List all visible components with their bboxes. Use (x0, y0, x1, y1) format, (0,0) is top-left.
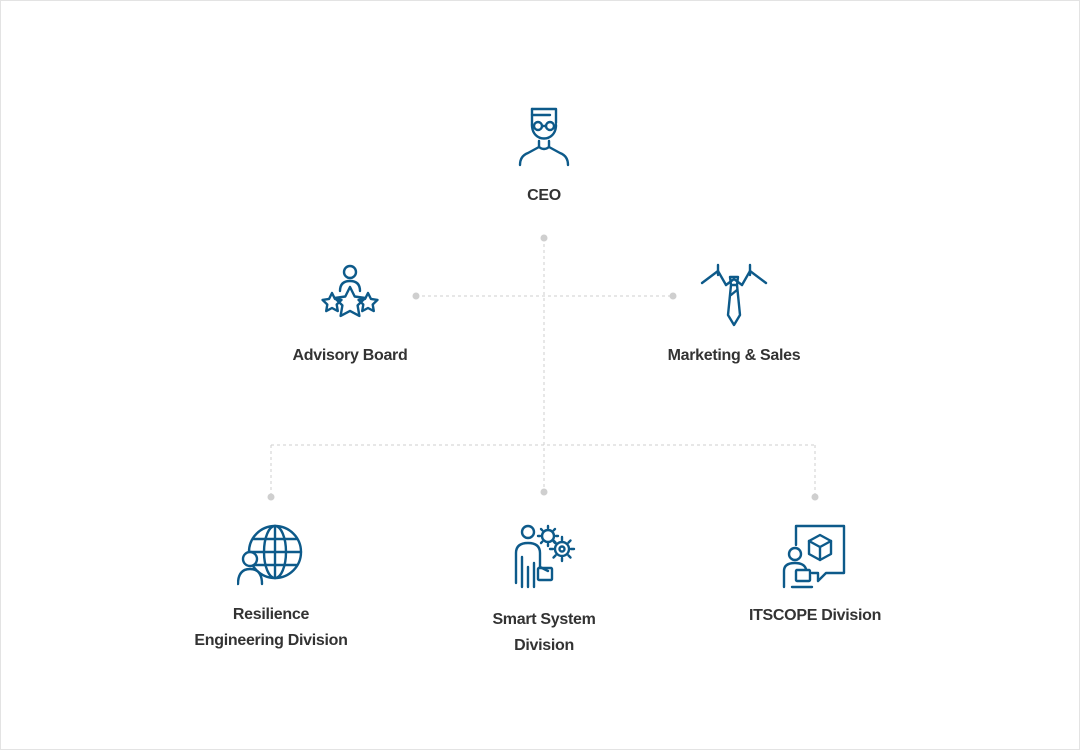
person-stars-icon (321, 264, 379, 318)
person-glasses-icon (518, 107, 570, 167)
node-label-smart-system: Smart System Division (444, 607, 644, 659)
connector-dot (267, 493, 275, 501)
node-ceo: CEO (444, 101, 644, 209)
node-label-itscope: ITSCOPE Division (748, 607, 882, 624)
person-cube-screen-icon (782, 524, 846, 589)
node-advisory-board: Advisory Board (250, 263, 450, 369)
node-label-line-2: Engineering Division (194, 632, 348, 649)
person-gears-icon (514, 524, 576, 589)
node-label-resilience-engineering: Resilience Engineering Division (151, 602, 391, 654)
connector-dot (540, 488, 548, 496)
connector-dot (540, 234, 548, 242)
node-label-line-1: Smart System (492, 611, 596, 628)
node-smart-system: Smart System Division (444, 523, 644, 659)
globe-person-icon (237, 524, 303, 586)
connector-dot (669, 292, 677, 300)
node-marketing-sales: Marketing & Sales (634, 263, 834, 369)
connector-dot (412, 292, 420, 300)
node-label-line-2: Division (514, 637, 574, 654)
node-itscope: ITSCOPE Division (715, 523, 915, 629)
node-resilience-engineering: Resilience Engineering Division (151, 522, 391, 654)
connector-dot (811, 493, 819, 501)
node-label-line-1: Resilience (232, 606, 310, 623)
node-label-advisory-board: Advisory Board (292, 347, 408, 364)
node-label-marketing-sales: Marketing & Sales (667, 347, 801, 364)
necktie-icon (700, 263, 768, 327)
node-label-ceo: CEO (527, 187, 561, 204)
